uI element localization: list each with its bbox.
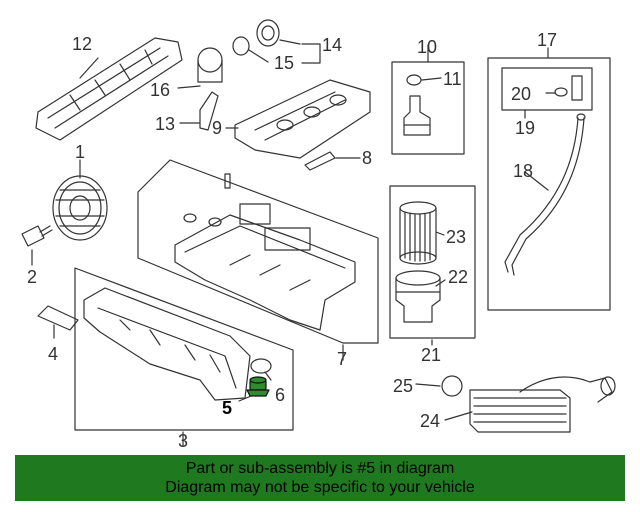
part-12-valve-cover — [35, 37, 183, 141]
part-20-seal — [554, 75, 583, 101]
callout-22: 22 — [448, 267, 468, 287]
part-23-filter — [399, 201, 437, 265]
info-banner: Part or sub-assembly is #5 in diagram Di… — [15, 455, 625, 501]
part-2-bolt — [21, 225, 53, 247]
part-8-sensor — [304, 151, 336, 171]
part-15-seal — [232, 36, 250, 56]
callout-16: 16 — [150, 80, 170, 100]
part-9-cover — [234, 79, 371, 159]
group-box-17 — [487, 57, 611, 311]
callout-13: 13 — [155, 114, 175, 134]
part-4-gasket — [37, 305, 79, 331]
info-banner-line-1: Part or sub-assembly is #5 in diagram — [185, 460, 455, 477]
part-13-bracket — [199, 91, 219, 131]
part-3-oil-pan — [83, 287, 251, 401]
part-16-filler-neck — [197, 47, 223, 83]
info-banner-line-2: Diagram may not be specific to your vehi… — [165, 479, 475, 496]
part-14-cap — [256, 19, 280, 47]
callout-6: 6 — [275, 385, 285, 405]
callout-19: 19 — [515, 118, 535, 138]
callout-labels: 1 2 3 4 5 6 7 8 9 10 11 12 13 14 15 16 1… — [27, 30, 557, 451]
part-6-oring — [250, 358, 272, 374]
callout-5: 5 — [222, 398, 232, 418]
callout-15: 15 — [274, 53, 294, 73]
group-box-19 — [501, 67, 593, 111]
callout-20: 20 — [511, 84, 531, 104]
group-box-21 — [389, 185, 476, 339]
part-7-engine-block — [174, 173, 356, 331]
group-box-7 — [137, 159, 379, 344]
part-11-oring — [406, 74, 422, 86]
callout-3: 3 — [178, 431, 188, 451]
part-18-dipstick-tube — [504, 113, 586, 276]
callout-7: 7 — [337, 349, 347, 369]
part-5-drain-plug — [246, 376, 270, 397]
callout-8: 8 — [362, 148, 372, 168]
callout-17: 17 — [537, 30, 557, 50]
leader-lines — [31, 39, 556, 447]
callout-11: 11 — [443, 69, 462, 89]
part-10-valve — [403, 95, 431, 136]
callout-18: 18 — [513, 161, 533, 181]
callout-4: 4 — [48, 344, 58, 364]
callout-9: 9 — [212, 118, 222, 138]
part-24-oil-cooler — [469, 376, 616, 433]
callout-2: 2 — [27, 267, 37, 287]
callout-23: 23 — [446, 227, 466, 247]
parts-diagram: 1 2 3 4 5 6 7 8 9 10 11 12 13 14 15 16 1… — [21, 19, 616, 451]
callout-24: 24 — [420, 411, 440, 431]
part-1-pulley — [52, 175, 108, 241]
callout-25: 25 — [393, 376, 413, 396]
part-22-filter-housing — [395, 270, 441, 323]
callout-1: 1 — [75, 142, 85, 162]
callout-10: 10 — [417, 37, 437, 57]
callout-12: 12 — [72, 34, 92, 54]
callout-21: 21 — [421, 345, 441, 365]
part-25-oring — [441, 375, 463, 397]
group-box-3 — [74, 267, 294, 431]
callout-14: 14 — [322, 35, 342, 55]
